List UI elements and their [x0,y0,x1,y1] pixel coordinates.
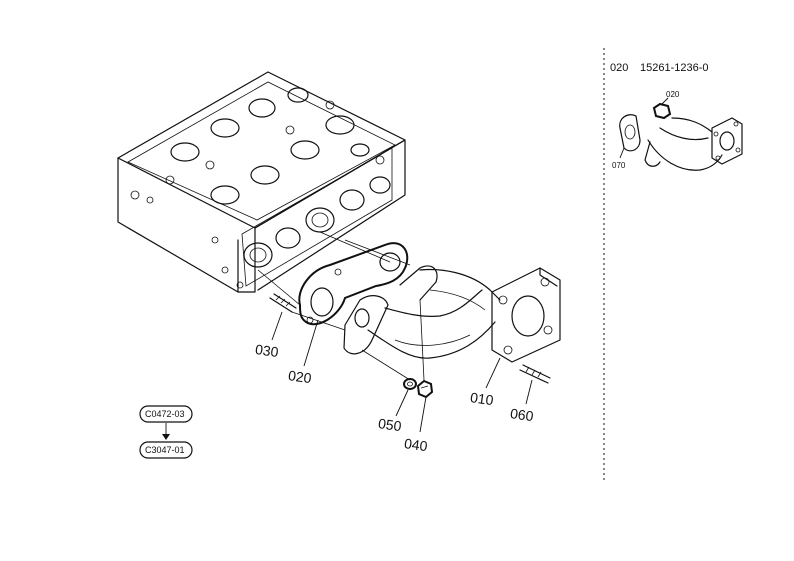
callout-040: 040 [403,435,429,454]
nut-040 [416,379,434,399]
reference-from-label: C0472-03 [145,409,185,419]
inset-label-upper: 020 [666,90,680,99]
callout-020: 020 [287,367,313,386]
cylinder-head [117,71,406,293]
reference-to-label: C3047-01 [145,445,185,455]
nut-050 [403,378,417,390]
inset-manifold-drawing [619,102,743,171]
reference-arrow [162,423,170,440]
inset-leader-upper [661,97,669,105]
callout-010: 010 [469,389,495,408]
callout-050: 050 [377,415,403,434]
gasket-020 [298,242,409,326]
leader-lines [271,311,533,433]
exhaust-manifold-010 [343,265,561,363]
callout-030: 030 [254,341,280,360]
inset-leader-lower [619,147,625,159]
inset-part-number: 15261-1236-0 [640,62,709,74]
inset-panel: 020 15261-1236-0 020 070 [610,62,743,171]
inset-label-lower: 070 [612,161,626,170]
inset-item-number: 020 [610,62,628,74]
assembly-lines [257,231,425,381]
callout-060: 060 [509,405,535,424]
stud-030 [269,293,297,313]
reference-to: C3047-01 [139,441,193,459]
stud-060 [519,364,551,384]
reference-from: C0472-03 [139,405,193,423]
